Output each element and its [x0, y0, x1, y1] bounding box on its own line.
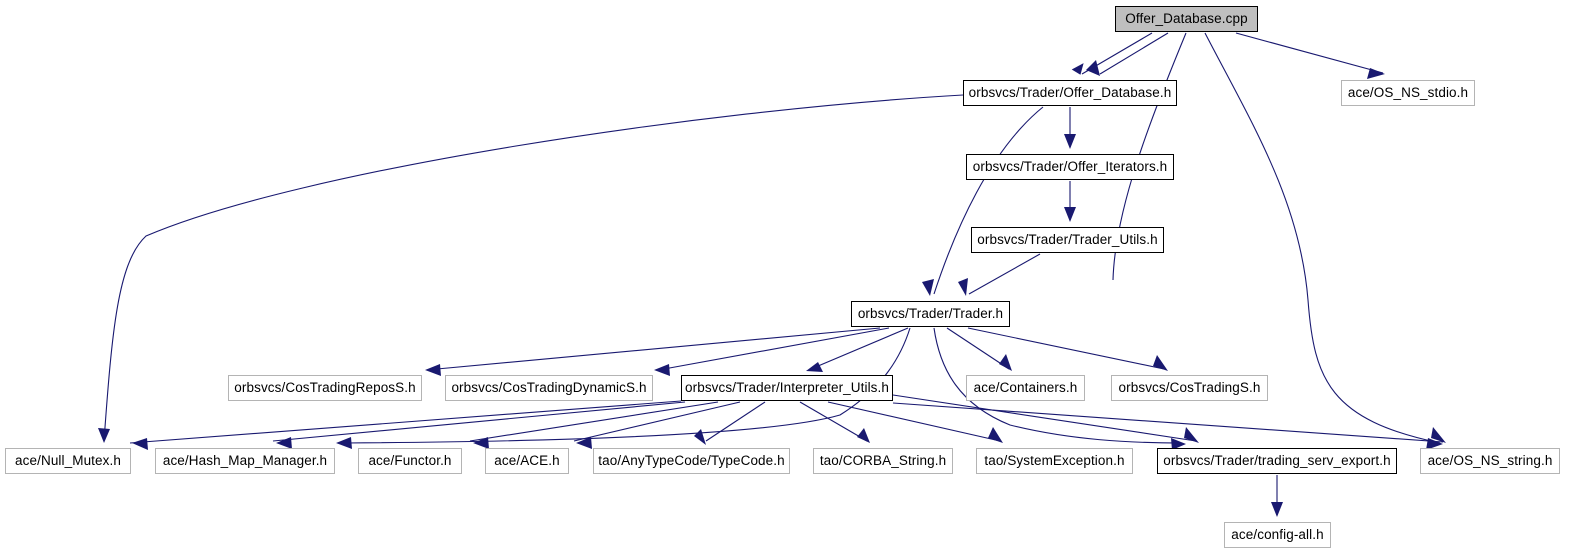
arrowhead: [806, 362, 823, 372]
arrowhead: [857, 428, 870, 443]
edge-trader-to-costradings: [967, 327, 1165, 370]
edge-trader-to-hash-map-manager: [345, 327, 911, 444]
node-label: tao/SystemException.h: [984, 453, 1125, 469]
arrowhead: [473, 437, 489, 449]
arrowhead: [999, 354, 1012, 371]
edge-trader-to-costradingdynamics: [663, 327, 890, 370]
edge-offer-database-to-trader: [933, 106, 1044, 295]
node-ace-config-all-h[interactable]: ace/config-all.h: [1224, 522, 1331, 548]
edge-interpreter-to-systemexception: [827, 401, 1001, 442]
arrowhead: [1426, 438, 1443, 450]
edge-trader-to-containers: [946, 327, 1010, 370]
edge-trader-to-interpreter-utils: [810, 327, 909, 370]
arrowhead: [922, 279, 934, 296]
arrowhead: [336, 437, 352, 449]
node-label: ace/OS_NS_string.h: [1427, 453, 1553, 469]
node-ace-null-mutex-h[interactable]: ace/Null_Mutex.h: [5, 448, 131, 474]
node-ace-functor-h[interactable]: ace/Functor.h: [358, 448, 462, 474]
arrowhead: [988, 427, 1003, 443]
edge-trader-utils-to-trader: [968, 253, 1041, 295]
node-label: tao/CORBA_String.h: [819, 453, 947, 469]
node-ace-os-ns-stdio-h[interactable]: ace/OS_NS_stdio.h: [1341, 80, 1475, 106]
arrowhead: [1184, 427, 1199, 443]
edge-offer-database-to-null-mutex: [103, 94, 964, 442]
node-trader-h[interactable]: orbsvcs/Trader/Trader.h: [851, 301, 1010, 327]
arrowhead: [1153, 355, 1168, 371]
edge-interpreter-to-corba-string: [799, 401, 868, 442]
arrowhead: [132, 438, 148, 450]
node-label: ace/ACE.h: [494, 453, 560, 469]
arrowhead: [1071, 63, 1084, 75]
arrowhead: [1171, 438, 1186, 450]
node-offer-iterators-h[interactable]: orbsvcs/Trader/Offer_Iterators.h: [966, 154, 1174, 180]
node-label: orbsvcs/Trader/Trader.h: [857, 306, 1004, 322]
node-ace-containers-h[interactable]: ace/Containers.h: [966, 375, 1085, 401]
arrowhead: [1086, 60, 1100, 76]
node-ace-h[interactable]: ace/ACE.h: [485, 448, 569, 474]
node-label: Offer_Database.cpp: [1125, 11, 1248, 27]
node-label: orbsvcs/CosTradingDynamicS.h: [451, 380, 647, 396]
node-costradings-h[interactable]: orbsvcs/CosTradingS.h: [1111, 375, 1268, 401]
node-interpreter-utils-h[interactable]: orbsvcs/Trader/Interpreter_Utils.h: [681, 375, 893, 401]
edge-interpreter-to-ace: [573, 401, 741, 442]
edge-interpreter-to-typecode: [705, 401, 766, 442]
node-label: ace/Hash_Map_Manager.h: [162, 453, 328, 469]
node-label: orbsvcs/Trader/trading_serv_export.h: [1163, 453, 1391, 469]
node-label: orbsvcs/Trader/Offer_Iterators.h: [972, 159, 1168, 175]
node-label: orbsvcs/Trader/Interpreter_Utils.h: [685, 380, 889, 396]
node-label: orbsvcs/Trader/Offer_Database.h: [968, 85, 1172, 101]
edge-interpreter-to-hash-map-manager: [272, 401, 686, 442]
node-trader-utils-h[interactable]: orbsvcs/Trader/Trader_Utils.h: [971, 227, 1164, 253]
arrowhead: [1271, 502, 1283, 517]
arrowhead: [1431, 427, 1446, 443]
node-label: ace/config-all.h: [1231, 527, 1324, 543]
node-offer-database-h[interactable]: orbsvcs/Trader/Offer_Database.h: [963, 80, 1177, 106]
arrowhead: [1064, 134, 1076, 149]
edge-interpreter-to-null-mutex: [129, 400, 682, 444]
arrowhead: [276, 437, 292, 449]
arrowhead: [654, 364, 670, 376]
arrowhead: [694, 429, 706, 445]
node-label: ace/Null_Mutex.h: [15, 453, 121, 469]
edge-interpreter-to-functor: [469, 401, 719, 442]
arrowhead: [958, 278, 968, 296]
node-offer-database-cpp[interactable]: Offer_Database.cpp: [1115, 6, 1258, 32]
edge-interpreter-to-os-ns-string: [892, 402, 1444, 443]
node-label: orbsvcs/Trader/Trader_Utils.h: [977, 232, 1158, 248]
edge-trader-to-trading-serv-export: [933, 327, 1183, 444]
node-label: ace/Containers.h: [973, 380, 1078, 396]
edge-cpp-to-os-ns-stdio: [1235, 32, 1384, 74]
arrowhead: [1064, 207, 1076, 222]
node-label: orbsvcs/CosTradingReposS.h: [234, 380, 416, 396]
node-ace-os-ns-string-h[interactable]: ace/OS_NS_string.h: [1420, 448, 1560, 474]
node-tao-anytypecode-typecode-h[interactable]: tao/AnyTypeCode/TypeCode.h: [593, 448, 790, 474]
node-tao-systemexception-h[interactable]: tao/SystemException.h: [976, 448, 1133, 474]
arrowhead: [425, 364, 441, 376]
node-costradingdynamics-h[interactable]: orbsvcs/CosTradingDynamicS.h: [445, 375, 653, 401]
node-label: ace/Functor.h: [368, 453, 452, 469]
node-label: tao/AnyTypeCode/TypeCode.h: [598, 453, 785, 469]
node-tao-corba-string-h[interactable]: tao/CORBA_String.h: [813, 448, 953, 474]
node-ace-hash-map-manager-h[interactable]: ace/Hash_Map_Manager.h: [155, 448, 335, 474]
node-label: orbsvcs/CosTradingS.h: [1118, 380, 1261, 396]
edge-interpreter-to-trading-serv-export: [892, 394, 1197, 442]
arrowhead: [576, 437, 592, 449]
edge-cpp-to-trader: [1204, 32, 1441, 444]
edge-trader-to-costradingreposs: [436, 327, 881, 370]
edge-cpp-to-offer-database-h-b: [1099, 32, 1169, 75]
node-costradingreposs-h[interactable]: orbsvcs/CosTradingReposS.h: [228, 375, 422, 401]
node-label: ace/OS_NS_stdio.h: [1347, 85, 1469, 101]
arrowhead: [1367, 68, 1385, 79]
arrowhead: [98, 428, 110, 443]
node-trading-serv-export-h[interactable]: orbsvcs/Trader/trading_serv_export.h: [1157, 448, 1397, 474]
